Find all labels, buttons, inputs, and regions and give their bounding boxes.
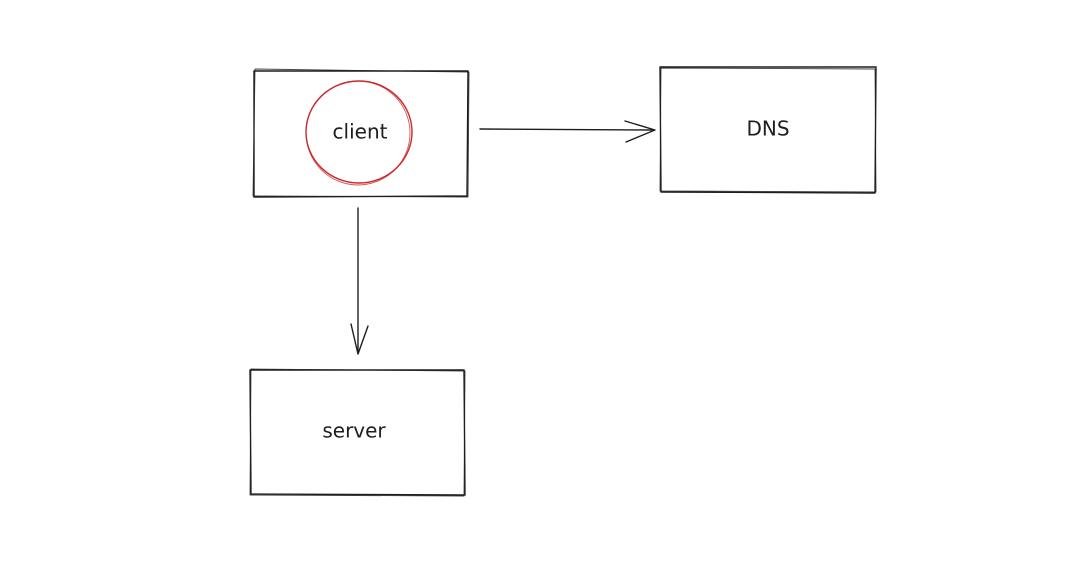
dns-label: DNS bbox=[746, 117, 789, 141]
server-label: server bbox=[322, 419, 386, 443]
client-label: client bbox=[333, 120, 388, 144]
node-dns[interactable]: DNS bbox=[659, 66, 877, 194]
node-client[interactable]: client bbox=[252, 68, 470, 198]
node-server[interactable]: server bbox=[249, 368, 466, 497]
circle-highlight-icon-stroke bbox=[305, 80, 411, 186]
arrow-client-to-server[interactable] bbox=[350, 207, 369, 355]
arrow-client-to-dns[interactable] bbox=[479, 120, 656, 143]
